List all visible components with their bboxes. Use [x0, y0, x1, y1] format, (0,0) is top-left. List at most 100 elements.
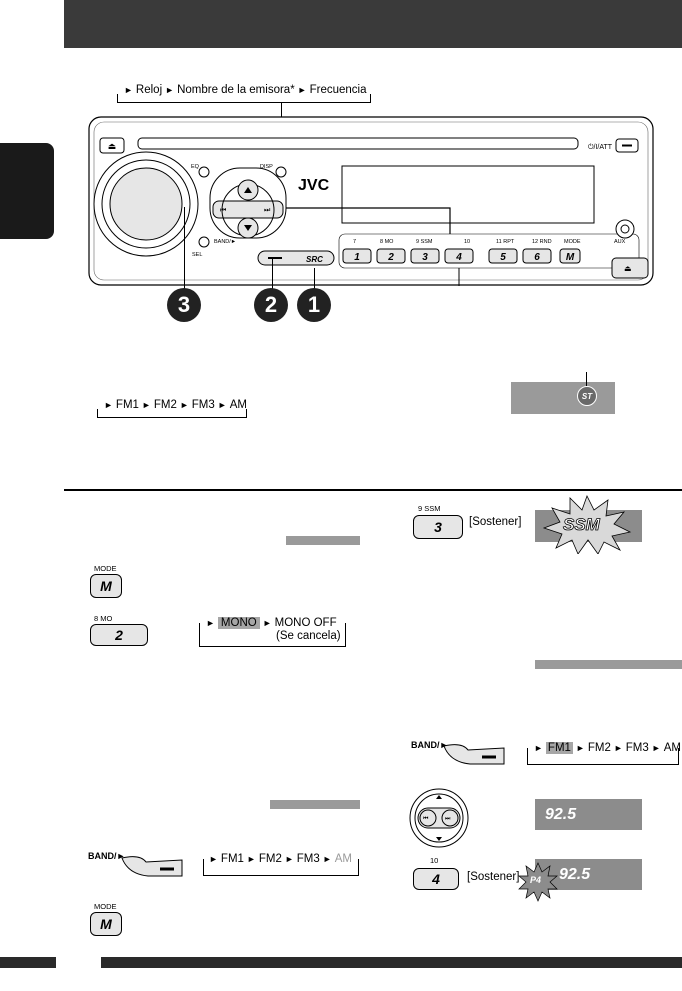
svg-text:12 RND: 12 RND — [532, 239, 552, 245]
mode-key-label: MODE — [94, 564, 117, 573]
release-button[interactable] — [611, 257, 649, 279]
band-sequence-right: ► FM1 ► FM2 ► FM3 ► AM — [534, 742, 681, 754]
svg-text:⏭: ⏭ — [445, 816, 451, 822]
preset-3-button[interactable] — [410, 248, 440, 264]
svg-text:BAND/►: BAND/► — [214, 239, 236, 245]
store-hold: [Sostener] — [467, 871, 520, 883]
callout-1: 1 — [297, 288, 331, 322]
callout-3: 3 — [167, 288, 201, 322]
sequence-loop-line — [117, 94, 371, 103]
ssm-hold: [Sostener] — [469, 516, 522, 528]
mode-button[interactable] — [559, 248, 581, 264]
svg-text:1: 1 — [354, 252, 360, 263]
mono-off-item: MONO OFF — [274, 617, 337, 629]
svg-text:7: 7 — [353, 239, 356, 245]
store-key-4[interactable]: 4 — [413, 868, 459, 890]
gray-band-band — [270, 800, 360, 809]
svg-text:DISP: DISP — [260, 164, 273, 170]
mono-on-item: MONO — [217, 617, 260, 629]
band-sequence-lower: ► FM1 ► FM2 ► FM3 ► AM — [209, 853, 352, 865]
mono-sequence: ► MONO ► MONO OFF — [206, 617, 337, 629]
preset-1-button[interactable] — [342, 248, 372, 264]
svg-text:MODE: MODE — [564, 239, 581, 245]
car-stereo-faceplate: ⏏ ⏻/I/ATT EQ DISP ⏮ ⏭ BAND/► SEL JVC 7 8… — [88, 116, 654, 286]
band-key[interactable] — [120, 852, 186, 878]
ssm-key-label: 9 SSM — [418, 504, 441, 513]
svg-text:AUX: AUX — [614, 239, 626, 245]
gray-band-manual — [535, 660, 682, 669]
store-display: 92.5 — [535, 859, 642, 890]
band-sequence: ► FM1 ► FM2 ► FM3 ► AM — [104, 399, 247, 411]
mode-key[interactable]: M — [90, 574, 122, 598]
svg-text:11 RPT: 11 RPT — [496, 239, 515, 245]
svg-text:10: 10 — [464, 239, 470, 245]
header-bar — [64, 0, 682, 48]
svg-text:M: M — [566, 252, 575, 263]
band-right-loop — [527, 748, 679, 765]
p4-badge: P4 — [530, 875, 542, 885]
nav-pad[interactable]: ⏮ ⏭ — [408, 787, 470, 849]
ssm-display-text: SSM — [563, 515, 601, 535]
display-sequence: ► Reloj ► Nombre de la emisora* ► Frecue… — [124, 84, 367, 96]
mode-key-2[interactable]: M — [90, 912, 122, 936]
mode-key-2-label: MODE — [94, 902, 117, 911]
band-fm2: FM2 — [153, 399, 177, 411]
seq-item-frecuencia: Frecuencia — [309, 84, 367, 96]
section-divider — [64, 489, 682, 491]
language-side-tab — [0, 143, 54, 239]
mono-key-2[interactable]: 2 — [90, 624, 148, 646]
svg-text:⏮: ⏮ — [423, 816, 429, 822]
band-lower-loop — [203, 859, 359, 876]
disp-button[interactable] — [275, 166, 287, 178]
prev-icon: ⏮ — [220, 207, 226, 214]
band-am: AM — [229, 399, 247, 411]
svg-text:8 MO: 8 MO — [380, 239, 394, 245]
band-key-right-label: BAND/► — [411, 740, 449, 750]
preset-5-button[interactable] — [488, 248, 518, 264]
lcd-window — [341, 165, 595, 224]
disc-slot — [137, 137, 579, 150]
svg-text:3: 3 — [422, 252, 428, 263]
st-display — [511, 382, 615, 414]
svg-text:5: 5 — [500, 252, 506, 263]
preset-4-button[interactable] — [444, 248, 474, 264]
seq-item-reloj: Reloj — [135, 84, 163, 96]
footer-bar — [101, 957, 682, 968]
eq-button[interactable] — [198, 166, 210, 178]
mo-key-label: 8 MO — [94, 614, 113, 623]
callout-2: 2 — [254, 288, 288, 322]
freq-display: 92.5 — [535, 799, 642, 830]
svg-text:2: 2 — [387, 252, 394, 263]
svg-text:⏏: ⏏ — [624, 264, 632, 273]
band-button[interactable] — [198, 236, 210, 248]
preset-2-button[interactable] — [376, 248, 406, 264]
p4-starburst — [518, 862, 558, 902]
gray-band-mono — [286, 536, 360, 545]
band-key-right[interactable] — [442, 740, 508, 766]
eject-button[interactable] — [99, 137, 125, 154]
ssm-key-3[interactable]: 3 — [413, 515, 463, 539]
ssm-starburst — [542, 494, 632, 554]
svg-text:9 SSM: 9 SSM — [416, 239, 433, 245]
power-att-label: ⏻/I/ATT — [588, 143, 613, 151]
band-fm1: FM1 — [115, 399, 139, 411]
store-key-label: 10 — [430, 856, 439, 865]
band-loop-line — [97, 409, 247, 418]
st-indicator: ST — [577, 386, 597, 406]
svg-text:6: 6 — [534, 252, 540, 263]
mono-loop-line — [199, 623, 346, 647]
svg-text:EQ: EQ — [191, 164, 200, 170]
preset-6-button[interactable] — [522, 248, 552, 264]
seq-item-nombre: Nombre de la emisora* — [177, 84, 295, 96]
volume-knob[interactable] — [109, 167, 183, 241]
src-button[interactable] — [257, 250, 335, 266]
svg-text:4: 4 — [455, 252, 462, 263]
band-key-label: BAND/► — [88, 851, 126, 861]
band-fm3: FM3 — [191, 399, 215, 411]
next-icon: ⏭ — [264, 207, 271, 214]
jvc-logo: JVC — [298, 177, 330, 194]
svg-text:SRC: SRC — [306, 255, 323, 264]
mono-cancel-note: (Se cancela) — [276, 630, 341, 642]
footer-page-tab — [0, 957, 56, 968]
svg-text:SEL: SEL — [192, 252, 202, 258]
